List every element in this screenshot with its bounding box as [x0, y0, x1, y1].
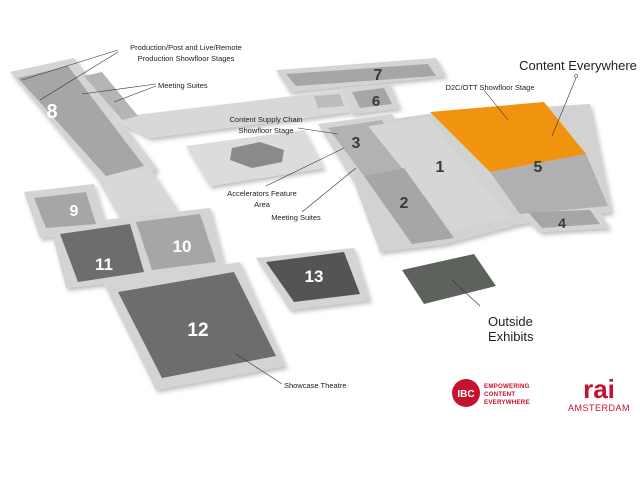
ibc-tagline-2: CONTENT [484, 391, 515, 398]
hall-7[interactable] [286, 64, 436, 86]
hall-6[interactable] [352, 88, 392, 108]
rai-city: AMSTERDAM [568, 403, 630, 413]
outside-exhibits-line1: Outside [488, 314, 533, 329]
hall-4[interactable] [528, 210, 600, 228]
content-everywhere-label: Content Everywhere [519, 58, 637, 73]
meeting-suites-mid-label: Meeting Suites [271, 213, 321, 222]
hall-13-number: 13 [305, 267, 324, 286]
hall-3-number: 3 [352, 135, 361, 152]
hall-8-number: 8 [46, 101, 57, 123]
accelerators-line1: Accelerators Feature [227, 189, 297, 198]
hall-5-number: 5 [534, 159, 543, 176]
hall-12-number: 12 [187, 320, 208, 341]
content-supply-line2: Showfloor Stage [238, 126, 293, 135]
hall-9-number: 9 [70, 203, 79, 220]
annotations: Production/Post and Live/Remote Producti… [130, 43, 637, 390]
hall-11[interactable] [60, 224, 144, 282]
hall-10[interactable] [136, 214, 216, 270]
outside-exhibits[interactable] [402, 254, 496, 304]
content-supply-line1: Content Supply Chain [230, 115, 303, 124]
accelerators-area[interactable] [230, 142, 284, 168]
ibc-logo-mark: IBC [457, 389, 474, 400]
accelerators-line2: Area [254, 200, 271, 209]
halls [18, 64, 608, 378]
hall-1[interactable] [368, 118, 510, 230]
hall-numbers: 8 7 6 3 1 2 5 4 9 11 10 12 13 [46, 67, 566, 341]
ibc-logo: IBC EMPOWERING CONTENT EVERYWHERE [452, 379, 530, 407]
hall-2-number: 2 [400, 195, 409, 212]
ibc-tagline-3: EVERYWHERE [484, 399, 530, 406]
hall-5-lower[interactable] [490, 154, 608, 214]
outside-exhibits-line2: Exhibits [488, 329, 534, 344]
hall-10-number: 10 [173, 237, 192, 256]
leader-lines [21, 49, 577, 385]
production-label-line1: Production/Post and Live/Remote [130, 43, 242, 52]
ibc-tagline-1: EMPOWERING [484, 383, 530, 390]
hall-2[interactable] [364, 168, 454, 244]
hall-6-number: 6 [372, 93, 380, 110]
showcase-theatre-label: Showcase Theatre [284, 381, 346, 390]
hall-5-highlight[interactable] [430, 102, 586, 172]
meeting-suites-top-label: Meeting Suites [158, 81, 208, 90]
production-label-line2: Production Showfloor Stages [138, 54, 235, 63]
rai-logo-mark: rai [583, 374, 615, 404]
hall-8[interactable] [18, 66, 144, 176]
hall-13[interactable] [266, 252, 360, 302]
rai-logo: rai AMSTERDAM [568, 374, 630, 413]
hall-9[interactable] [34, 192, 96, 228]
hall-1-number: 1 [436, 159, 445, 176]
meeting-suites-area[interactable] [84, 72, 138, 120]
hall-11-number: 11 [95, 255, 113, 274]
d2c-stage-label: D2C/OTT Showfloor Stage [445, 83, 534, 92]
hall-12[interactable] [118, 272, 276, 378]
hall-4-number: 4 [558, 215, 566, 231]
hall-7-number: 7 [374, 67, 383, 84]
